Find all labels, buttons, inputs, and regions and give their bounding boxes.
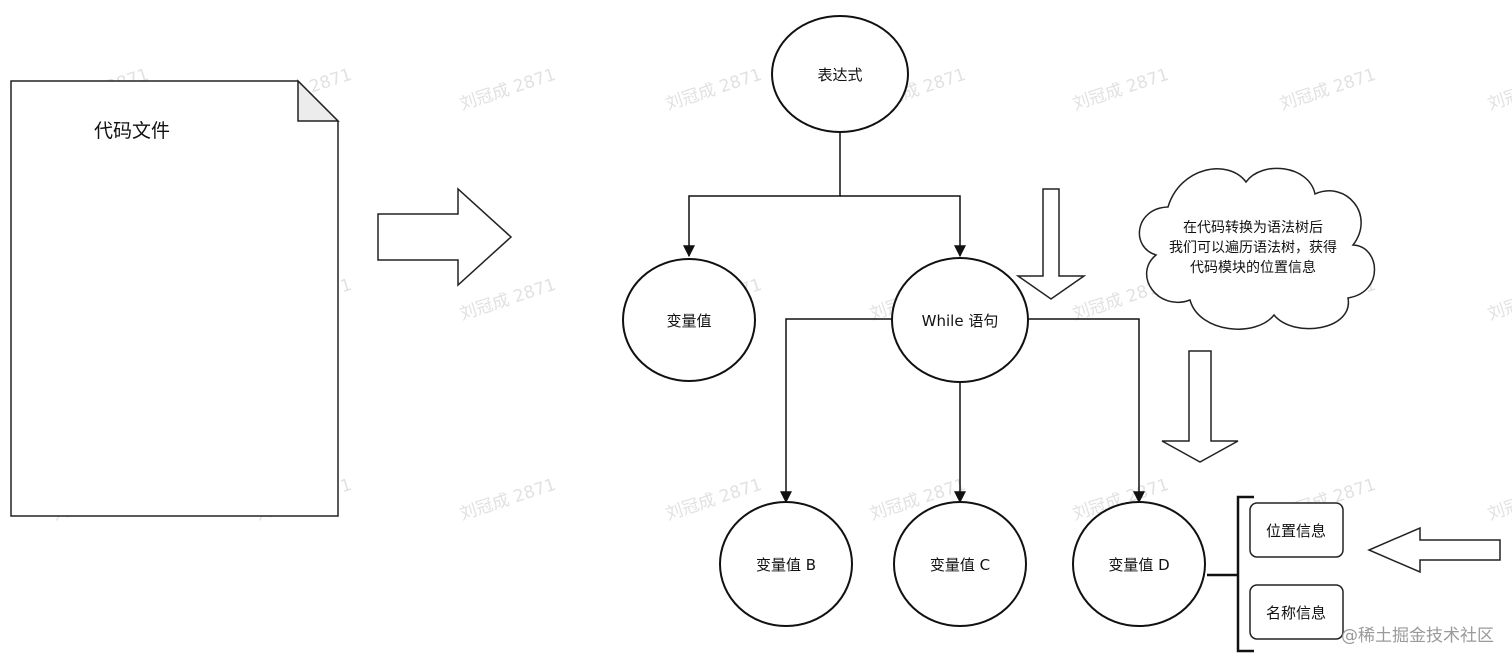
node-variable-d-label: 变量值 D <box>1108 556 1169 574</box>
site-watermark: @稀土掘金技术社区 <box>1341 626 1494 646</box>
node-expression: 表达式 <box>771 15 909 133</box>
node-variable-b: 变量值 B <box>719 501 853 627</box>
down-arrow-1 <box>1015 188 1087 300</box>
node-variable: 变量值 <box>622 258 756 382</box>
node-while: While 语句 <box>891 257 1029 383</box>
name-info-label: 名称信息 <box>1266 604 1326 622</box>
code-file-document: 代码文件 <box>10 79 340 517</box>
node-variable-label: 变量值 <box>666 312 711 330</box>
transform-arrow-right <box>377 187 513 287</box>
name-info-box: 名称信息 <box>1249 584 1344 640</box>
cloud-note-line-3: 代码模块的位置信息 <box>1190 259 1316 276</box>
node-variable-c-label: 变量值 C <box>930 556 990 574</box>
cloud-note: 在代码转换为语法树后 我们可以遍历语法树，获得 代码模块的位置信息 <box>1138 167 1376 330</box>
node-expression-label: 表达式 <box>817 66 862 84</box>
node-variable-b-label: 变量值 B <box>756 556 816 574</box>
left-arrow <box>1367 526 1501 574</box>
position-info-box: 位置信息 <box>1249 502 1344 558</box>
cloud-note-line-2: 我们可以遍历语法树，获得 <box>1169 239 1337 256</box>
tree-connectors <box>683 130 1145 504</box>
code-file-label: 代码文件 <box>94 120 170 142</box>
node-variable-c: 变量值 C <box>893 501 1027 627</box>
down-arrow-2 <box>1161 350 1239 463</box>
watermark-text: 刘冠成 2871 <box>457 65 558 115</box>
node-while-label: While 语句 <box>922 312 999 330</box>
watermark-text: 刘冠成 2871 <box>663 65 764 115</box>
watermark-text: 刘冠成 2871 <box>1485 65 1512 115</box>
watermark-text: 刘冠成 2871 <box>457 475 558 525</box>
position-info-label: 位置信息 <box>1266 522 1326 540</box>
watermark-text: 刘冠成 2871 <box>1277 65 1378 115</box>
watermark-text: 刘冠成 2871 <box>1485 475 1512 525</box>
info-bracket <box>1207 495 1254 653</box>
cloud-note-line-1: 在代码转换为语法树后 <box>1183 219 1323 236</box>
node-variable-d: 变量值 D <box>1072 501 1206 627</box>
watermark-text: 刘冠成 2871 <box>457 275 558 325</box>
watermark-text: 刘冠成 2871 <box>1485 275 1512 325</box>
watermark-text: 刘冠成 2871 <box>1070 65 1171 115</box>
